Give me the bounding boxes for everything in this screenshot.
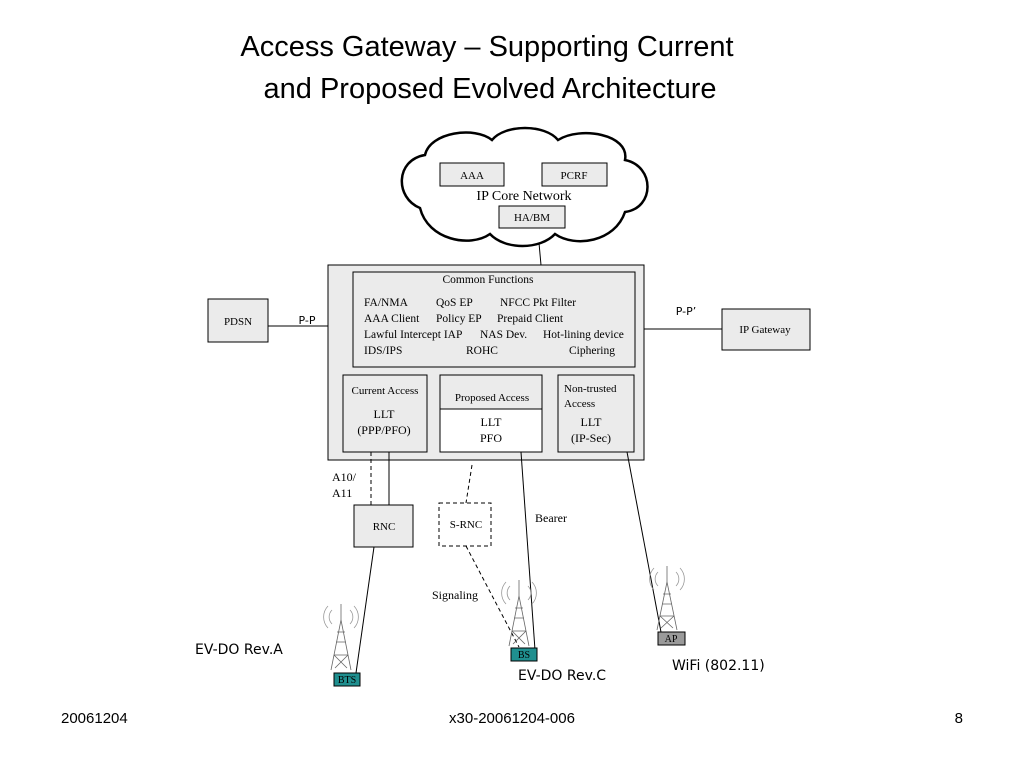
func-rohc: ROHC [466,345,498,357]
proposed-access-title: Proposed Access [455,392,529,404]
func-policy-ep: Policy EP [436,313,482,325]
wifi-label: WiFi (802.11) [672,658,765,674]
proposed-access-detail: PFO [480,431,502,445]
bts-label: BTS [338,675,356,686]
footer-doc-id: x30-20061204-006 [449,710,575,727]
habm-box [498,205,566,229]
current-access-detail: (PPP/PFO) [357,423,410,437]
rnc-box [353,504,414,548]
nontrusted-access-detail: (IP-Sec) [571,431,611,445]
ppprime-link-label: P-P’ [676,305,697,318]
func-nas-dev: NAS Dev. [480,329,527,341]
slide-title-line2: and Proposed Evolved Architecture [264,73,717,105]
func-nfcc-pkt-filter: NFCC Pkt Filter [500,297,576,309]
habm-label: HA/BM [514,212,550,224]
bs-tower-icon [501,580,537,647]
pcrf-box [541,162,608,187]
evdo-reva-label: EV-DO Rev.A [195,642,283,658]
aaa-box [439,162,505,187]
nontrusted-access-title-2: Access [564,398,595,410]
footer-page-number: 8 [955,710,963,727]
proposed-to-srnc-dashed [465,464,473,504]
rnc-label: RNC [373,521,396,533]
bs-box [510,647,538,662]
func-ciphering: Ciphering [569,345,615,357]
current-access-box [342,374,428,453]
ip-core-network-cloud: AAA PCRF IP Core Network HA/BM [400,126,649,248]
func-aaa-client: AAA Client [364,313,420,325]
ap-box [657,631,686,646]
aaa-label: AAA [460,170,484,182]
pcrf-label: PCRF [561,170,588,182]
ip-gateway-label: IP Gateway [739,324,791,336]
func-qos-ep: QoS EP [436,297,473,309]
nontrusted-to-ap-link [626,451,662,633]
pdsn-label: PDSN [224,316,252,328]
current-access-title: Current Access [352,385,419,397]
proposed-to-bs-bearer [520,451,536,651]
func-ids-ips: IDS/IPS [364,345,402,357]
srnc-label: S-RNC [450,519,482,531]
signaling-label: Signaling [432,588,478,602]
cloud-shape [400,126,649,248]
proposed-access-inner-box [439,408,543,453]
func-fa-nma: FA/NMA [364,297,409,309]
a10-label-line2: A11 [332,486,352,500]
ip-gateway-box [721,308,811,351]
evdo-revc-label: EV-DO Rev.C [518,668,606,684]
nontrusted-access-box [557,374,635,453]
core-to-gateway-link [538,242,542,266]
slide-title-line1: Access Gateway – Supporting Current [240,31,733,63]
nontrusted-access-llt: LLT [581,415,603,429]
func-hot-lining: Hot-lining device [543,329,624,341]
proposed-access-llt: LLT [481,415,503,429]
pp-link-label: P-P [299,314,316,327]
bts-tower-icon [323,604,359,671]
bs-label: BS [518,650,530,661]
pdsn-box [207,298,269,343]
func-prepaid-client: Prepaid Client [497,313,564,325]
bearer-label: Bearer [535,511,567,525]
ap-label: AP [665,634,678,645]
bts-box [333,672,361,687]
nontrusted-access-title-1: Non-trusted [564,383,617,395]
ip-core-network-label: IP Core Network [476,189,571,204]
a10-label-line1: A10/ [332,470,357,484]
common-functions-title: Common Functions [442,274,534,286]
srnc-box [438,502,492,547]
rnc-to-bts-link [355,546,375,674]
func-lawful-intercept: Lawful Intercept IAP [364,329,462,341]
footer-date: 20061204 [61,710,128,727]
common-functions-box [352,271,636,368]
ap-tower-icon [649,566,685,631]
current-access-llt: LLT [374,407,396,421]
srnc-to-bs-signaling [465,545,520,648]
